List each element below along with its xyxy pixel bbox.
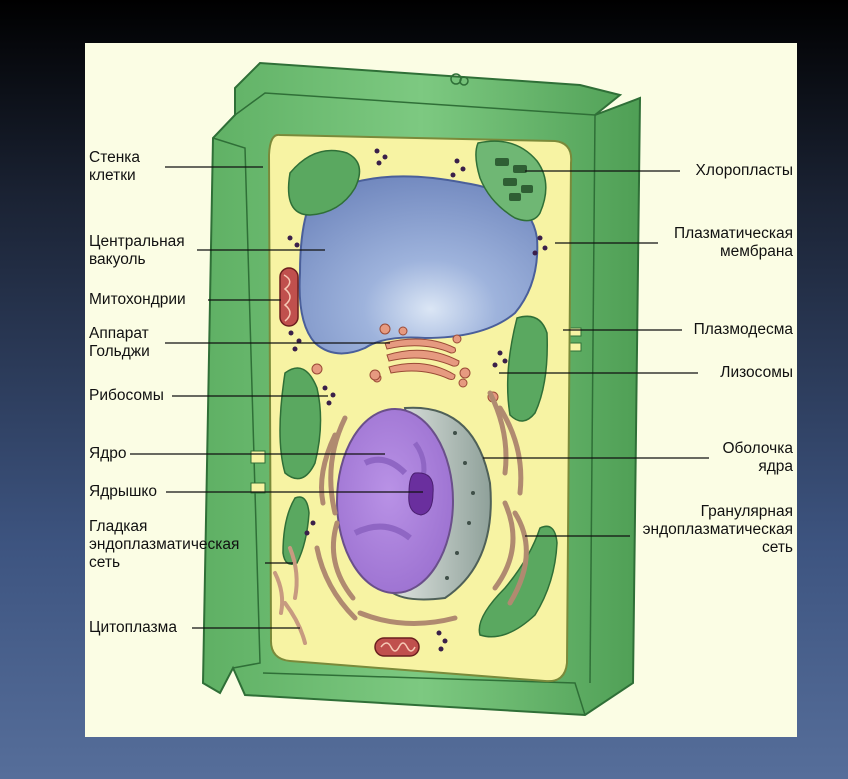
label-rough-er: Гранулярная эндоплазматическая сеть xyxy=(643,503,793,557)
label-cell-wall-line1: Стенка xyxy=(89,149,140,167)
label-nuclear-envelope: Оболочка ядра xyxy=(722,440,793,476)
label-cell-wall-line2: клетки xyxy=(89,167,140,185)
label-chloroplasts: Хлоропласты xyxy=(696,162,793,180)
label-rough-er-line3: сеть xyxy=(643,539,793,557)
label-plasma-membrane-line1: Плазматическая xyxy=(674,225,793,243)
label-cell-wall: Стенка клетки xyxy=(89,149,140,185)
label-smooth-er-line1: Гладкая xyxy=(89,518,239,536)
label-nuclear-envelope-line2: ядра xyxy=(722,458,793,476)
label-nucleus: Ядро xyxy=(89,445,126,463)
nucleolus xyxy=(409,473,433,515)
label-central-vacuole-line2: вакуоль xyxy=(89,251,185,269)
label-nucleolus: Ядрышко xyxy=(89,483,157,501)
label-smooth-er-line2: эндоплазматическая xyxy=(89,536,239,554)
label-plasma-membrane: Плазматическая мембрана xyxy=(674,225,793,261)
plant-cell-diagram xyxy=(85,43,797,737)
label-central-vacuole-line1: Центральная xyxy=(89,233,185,251)
label-plasmodesma: Плазмодесма xyxy=(694,321,793,339)
label-lysosomes: Лизосомы xyxy=(720,364,793,382)
diagram-panel: Стенка клетки Центральная вакуоль Митохо… xyxy=(85,43,797,737)
label-nuclear-envelope-line1: Оболочка xyxy=(722,440,793,458)
label-rough-er-line1: Гранулярная xyxy=(643,503,793,521)
label-mitochondria: Митохондрии xyxy=(89,291,186,309)
label-smooth-er-line3: сеть xyxy=(89,554,239,572)
label-plasma-membrane-line2: мембрана xyxy=(674,243,793,261)
label-golgi-line2: Гольджи xyxy=(89,343,150,361)
label-golgi: Аппарат Гольджи xyxy=(89,325,150,361)
label-smooth-er: Гладкая эндоплазматическая сеть xyxy=(89,518,239,572)
label-rough-er-line2: эндоплазматическая xyxy=(643,521,793,539)
label-ribosomes: Рибосомы xyxy=(89,387,164,405)
label-central-vacuole: Центральная вакуоль xyxy=(89,233,185,269)
label-cytoplasm: Цитоплазма xyxy=(89,619,177,637)
label-golgi-line1: Аппарат xyxy=(89,325,150,343)
